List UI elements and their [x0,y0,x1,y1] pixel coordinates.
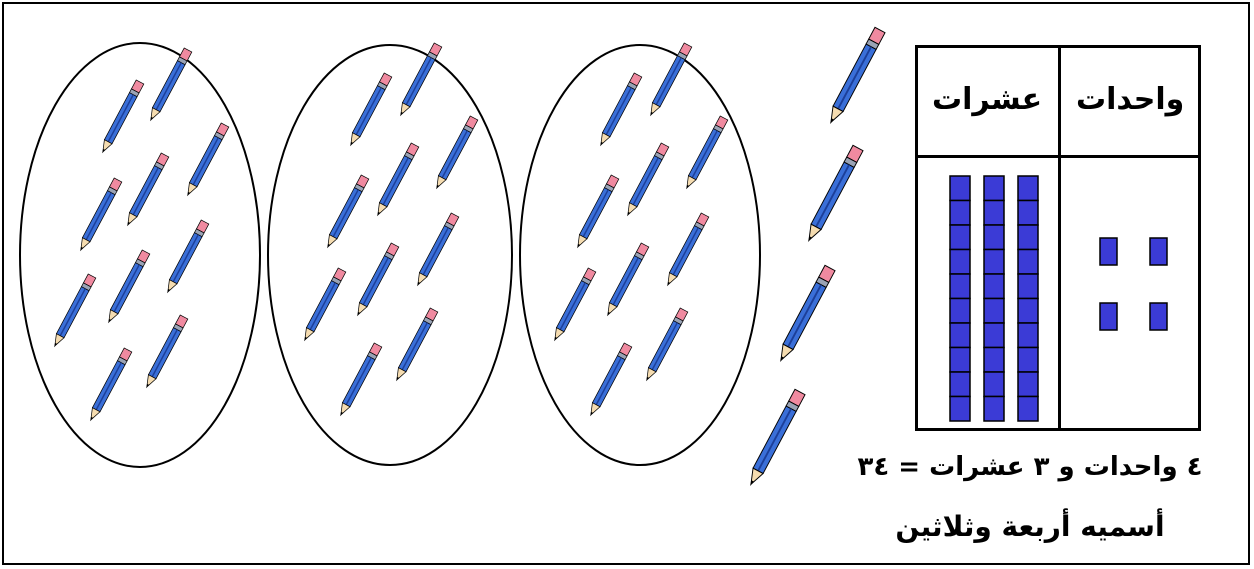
unit-cell [949,273,971,300]
group-ellipse-3 [519,44,761,466]
unit-cell [949,224,971,251]
unit-cell [1017,297,1039,324]
unit-cell [1017,199,1039,226]
unit-cell [949,371,971,398]
unit-cell [949,199,971,226]
pencil-group-2 [299,42,479,419]
pencil-icon [322,174,370,251]
pencil-icon [585,342,633,419]
pencil-icon [395,42,443,119]
unit-cell [1017,395,1039,422]
tens-rod [949,175,971,422]
pencil-icon [49,273,97,350]
pencil-icon [622,142,670,219]
pencil-icon [162,219,210,296]
tens-rod [1017,175,1039,422]
unit-cell [983,322,1005,349]
unit-cell [983,199,1005,226]
base-ten-blocks [949,175,1168,422]
column-divider [1058,48,1061,428]
pencil-icon [85,347,133,424]
unit-cell [983,371,1005,398]
unit-cell [983,297,1005,324]
unit-cell [983,224,1005,251]
unit-cell [949,297,971,324]
unit-cell [949,322,971,349]
pencil-icon [824,26,886,128]
tens-header: عشرات [932,82,1043,117]
pencil-icon [412,212,460,289]
pencil-group-1 [49,47,230,424]
pencil-icon [431,115,479,192]
unit-cell [983,395,1005,422]
ones-cube [1149,237,1168,266]
unit-cell [1017,346,1039,373]
unit-cell [983,346,1005,373]
unit-cell [1017,224,1039,251]
pencil-icon [645,42,693,119]
pencil-icon [662,212,710,289]
pencil-icon [681,115,729,192]
loose-pencils [744,26,886,490]
pencil-icon [744,388,806,490]
group-ellipse-2 [267,44,513,466]
pencil-icon [122,152,170,229]
pencil-icon [641,307,689,384]
pencil-icon [182,122,230,199]
unit-cell [1017,248,1039,275]
pencil-icon [145,47,193,124]
pencil-icon [774,264,836,366]
unit-cell [983,273,1005,300]
pencil-icon [391,307,439,384]
pencil-icon [602,242,650,319]
pencil-icon [549,267,597,344]
tens-rod [983,175,1005,422]
ones-cube [1099,302,1118,331]
ones-cubes [1099,237,1168,331]
unit-cell [949,175,971,202]
pencil-icon [97,79,145,156]
unit-cell [1017,371,1039,398]
unit-cell [949,248,971,275]
number-name-text: أسميه أربعة وثلاثين [895,510,1165,543]
pencil-group-3 [549,42,729,419]
unit-cell [983,175,1005,202]
pencil-icon [352,242,400,319]
pencil-icon [572,174,620,251]
pencil-icon [335,342,383,419]
unit-cell [949,395,971,422]
pencil-icon [141,314,189,391]
tens-rods [949,175,1039,422]
ones-cube [1099,237,1118,266]
group-ellipse-1 [19,42,261,468]
pencil-icon [372,142,420,219]
ones-header: واحدات [1076,82,1185,117]
unit-cell [1017,175,1039,202]
pencil-icon [103,249,151,326]
unit-cell [1017,273,1039,300]
equation-text: ٤ واحدات و ٣ عشرات = ٣٤ [857,452,1203,482]
unit-cell [983,248,1005,275]
pencil-icon [299,267,347,344]
unit-cell [1017,322,1039,349]
pencil-icon [345,72,393,149]
ones-cube [1149,302,1168,331]
place-value-table: عشرات واحدات [915,45,1201,431]
pencil-icon [595,72,643,149]
unit-cell [949,346,971,373]
pencil-icon [802,144,864,246]
pencil-icon [75,177,123,254]
